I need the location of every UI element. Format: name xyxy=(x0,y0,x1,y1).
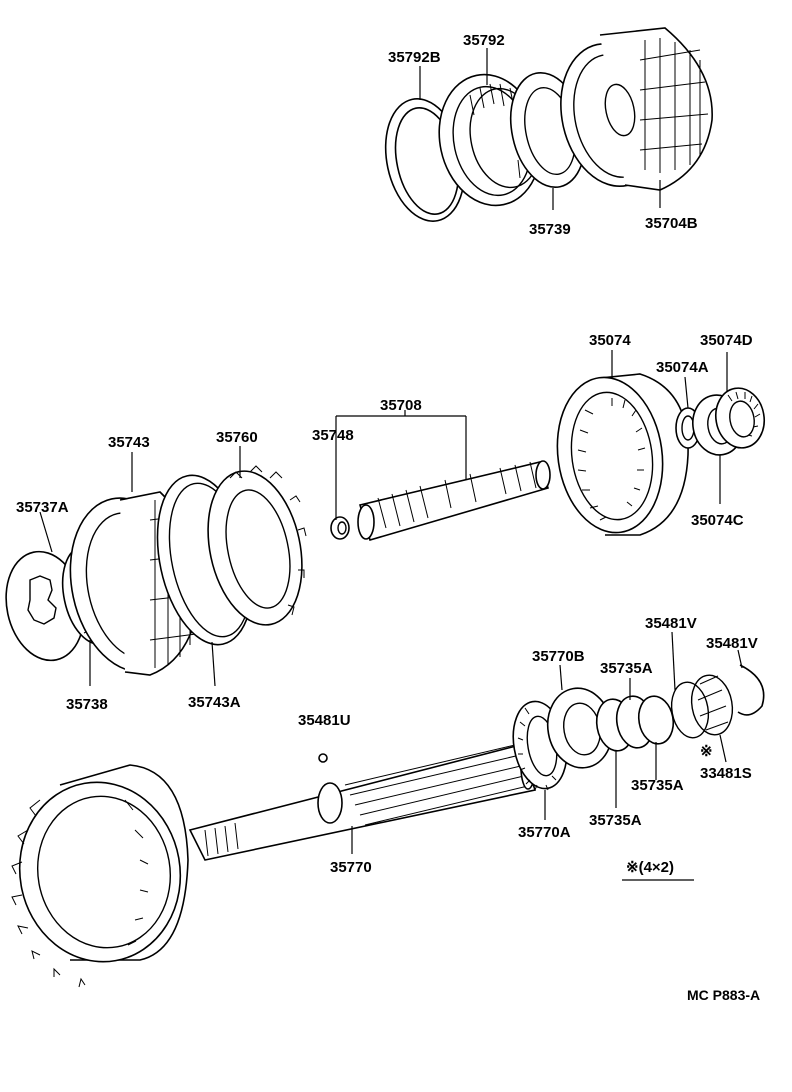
label-35737A: 35737A xyxy=(16,499,69,516)
label-35743: 35743 xyxy=(108,434,150,451)
label-35074D: 35074D xyxy=(700,332,753,349)
part-35074-ring-gear xyxy=(556,373,689,536)
part-35481V-snap-rings xyxy=(670,664,765,739)
label-35481U: 35481U xyxy=(298,712,351,729)
part-35708-intermediate-shaft xyxy=(357,460,551,541)
label-35735A-mid: 35735A xyxy=(631,777,684,794)
label-35481V-2: 35481V xyxy=(706,635,758,652)
part-35735A-seal-rings xyxy=(595,695,675,752)
label-35704B: 35704B xyxy=(645,215,698,232)
part-35770B-thrust-washer xyxy=(546,687,614,769)
label-35748: 35748 xyxy=(312,427,354,444)
label-35792: 35792 xyxy=(463,32,505,49)
part-33481S-marked-item: ※ xyxy=(700,743,713,760)
label-35481V-1: 35481V xyxy=(645,615,697,632)
part-35074D-thrust-bearing xyxy=(714,387,766,449)
part-35481U-ball xyxy=(318,753,328,763)
part-35770-output-shaft xyxy=(188,744,537,861)
part-35770-drum xyxy=(11,764,189,988)
part-35760-clutch-hub xyxy=(207,465,307,626)
label-35739: 35739 xyxy=(529,221,571,238)
label-35792B: 35792B xyxy=(388,49,441,66)
label-35738: 35738 xyxy=(66,696,108,713)
label-35074: 35074 xyxy=(589,332,631,349)
note-quantity: ※(4×2) xyxy=(626,859,674,876)
label-35708: 35708 xyxy=(380,397,422,414)
reference-code: MC P883-A xyxy=(687,987,760,1003)
part-35748-snap-ring xyxy=(330,516,350,540)
label-35770: 35770 xyxy=(330,859,372,876)
label-35770B: 35770B xyxy=(532,648,585,665)
label-33481S: 33481S xyxy=(700,765,752,782)
label-35760: 35760 xyxy=(216,429,258,446)
label-35735A-low: 35735A xyxy=(589,812,642,829)
label-35074A: 35074A xyxy=(656,359,709,376)
label-35743A: 35743A xyxy=(188,694,241,711)
note-mark: ※ xyxy=(700,743,713,760)
label-35074C: 35074C xyxy=(691,512,744,529)
label-35770A: 35770A xyxy=(518,824,571,841)
part-35704B-clutch-drum xyxy=(560,27,713,191)
label-35735A-top: 35735A xyxy=(600,660,653,677)
